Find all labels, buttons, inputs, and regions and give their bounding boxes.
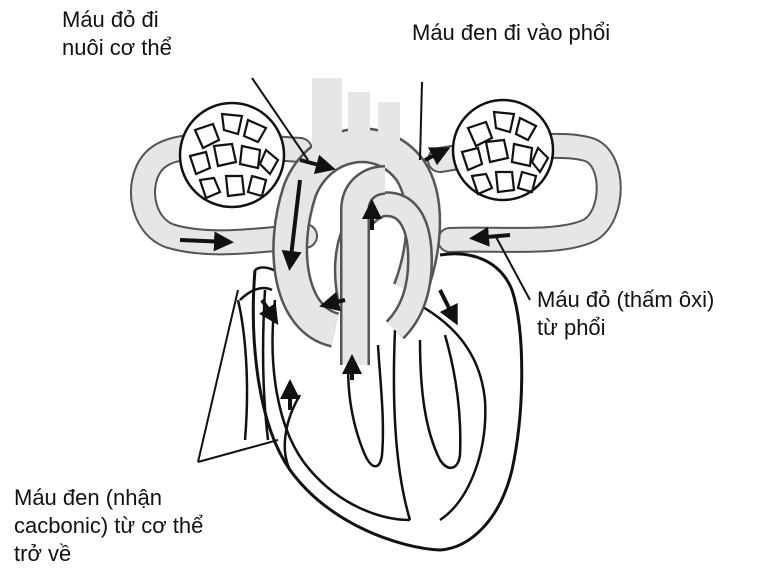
label-line: Máu đen đi vào phổi: [412, 19, 610, 47]
leader-dark-from-body-1: [198, 290, 238, 462]
leader-dark-to-lungs: [420, 82, 422, 160]
label-line: nuôi cơ thể: [62, 34, 172, 62]
label-red-blood-to-body: Máu đỏ đi nuôi cơ thể: [62, 6, 172, 62]
arrow-left-atrium: [440, 290, 455, 320]
label-line: Máu đỏ (thấm ôxi): [537, 286, 714, 314]
label-line: Máu đỏ đi: [62, 6, 172, 34]
label-line: cacbonic) từ cơ thể: [14, 512, 203, 540]
label-line: Máu đen (nhận: [14, 484, 203, 512]
label-dark-blood-from-body: Máu đen (nhận cacbonic) từ cơ thể trở về: [14, 484, 203, 568]
label-red-blood-from-lungs: Máu đỏ (thấm ôxi) từ phổi: [537, 286, 714, 342]
label-dark-blood-to-lungs: Máu đen đi vào phổi: [412, 19, 610, 47]
right-capillary-bed: [453, 100, 553, 200]
leader-dark-from-body-2: [198, 440, 278, 462]
label-line: từ phổi: [537, 314, 714, 342]
label-line: trở về: [14, 540, 203, 568]
left-capillary-bed: [180, 103, 284, 207]
arrow-left-loop: [180, 240, 228, 242]
aorta-arch: [290, 78, 423, 365]
